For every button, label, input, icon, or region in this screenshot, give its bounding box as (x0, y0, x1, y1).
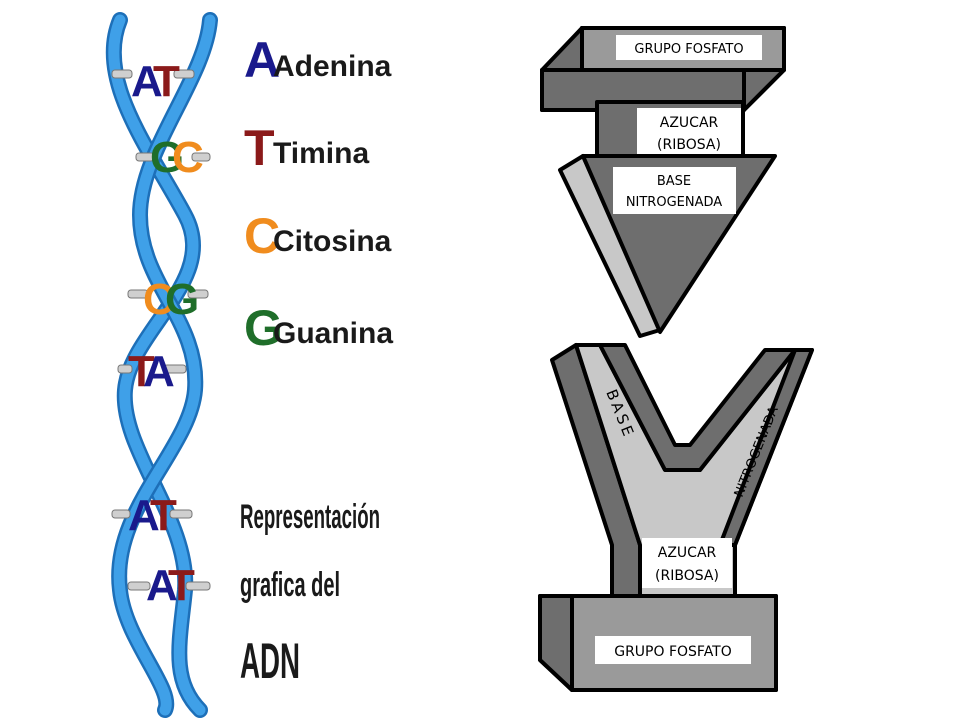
pair-6-right: T (168, 561, 195, 610)
legend-letter-a: A (244, 32, 280, 88)
nucleotide-bottom: BASE NITROGENADA AZUCAR (RIBOSA) GRUPO F… (538, 343, 814, 692)
legend-cytosine: C Citosina (244, 208, 392, 264)
base-pair-connectors (111, 69, 211, 591)
phosphate-group-bottom: GRUPO FOSFATO (538, 594, 778, 692)
base-label-top-1: BASE (657, 174, 691, 189)
pair-5-right: T (150, 491, 177, 540)
phosphate-label-top: GRUPO FOSFATO (634, 42, 743, 57)
legend-adenine: A Adenina (244, 32, 392, 88)
sugar-label-top-2: (RIBOSA) (657, 137, 721, 153)
legend-name-c: Citosina (273, 225, 392, 258)
nucleotide-top: GRUPO FOSFATO AZUCAR (RIBOSA) BASE NITRO… (540, 26, 786, 338)
pair-2-right: C (172, 133, 204, 182)
legend-guanine: G Guanina (244, 300, 393, 356)
base-label-top-2: NITROGENADA (626, 195, 722, 210)
pair-3-right: G (165, 275, 199, 324)
pair-3-left: C (143, 275, 175, 324)
pair-1-right: T (153, 57, 180, 106)
pair-4-right: A (143, 347, 175, 396)
legend-thymine: T Timina (244, 120, 369, 176)
pair-1-left: A (131, 57, 163, 106)
sugar-label-bottom-1: AZUCAR (658, 545, 717, 561)
legend-letter-t: T (244, 120, 275, 176)
pair-5-left: A (128, 491, 160, 540)
dna-helix (105, 12, 218, 718)
sugar-bottom: AZUCAR (RIBOSA) (642, 538, 732, 588)
legend-name-g: Guanina (273, 317, 393, 350)
legend-name-t: Timina (273, 137, 369, 170)
caption-line-2: grafica del (240, 566, 340, 604)
nitrogenous-base-top: BASE NITROGENADA (558, 154, 777, 338)
sugar-label-bottom-2: (RIBOSA) (655, 568, 719, 584)
legend-letter-c: C (244, 208, 280, 264)
pair-2-left: G (150, 133, 184, 182)
dna-caption: Representación grafica del ADN (240, 498, 380, 689)
legend-name-a: Adenina (273, 50, 392, 83)
sugar-label-top-1: AZUCAR (660, 115, 719, 131)
base-legend: A Adenina T Timina C Citosina G Guanina (244, 32, 393, 356)
caption-line-3: ADN (240, 633, 300, 689)
phosphate-group-top: GRUPO FOSFATO (540, 26, 786, 112)
pair-4-left: T (128, 347, 155, 396)
phosphate-label-bottom: GRUPO FOSFATO (614, 644, 732, 660)
pair-6-left: A (146, 561, 178, 610)
nitrogenous-base-bottom: BASE NITROGENADA (550, 343, 814, 602)
caption-line-1: Representación (240, 498, 380, 536)
base-pair-letters: A T G C C G T A A T A T (128, 57, 204, 610)
legend-letter-g: G (244, 300, 283, 356)
